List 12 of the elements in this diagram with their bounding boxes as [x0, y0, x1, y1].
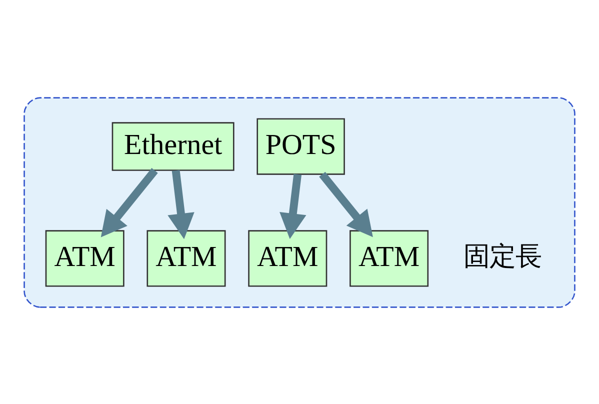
arrow — [100, 168, 158, 237]
cluster — [24, 96, 576, 308]
node-box: POTS — [256, 118, 345, 174]
node-box: ATM — [350, 230, 429, 286]
node-box: Ethernet — [112, 122, 234, 170]
arrow — [168, 170, 194, 239]
label: 固定長 — [463, 242, 542, 272]
node-box: ATM — [146, 230, 226, 286]
arrow — [280, 173, 306, 238]
node-box: ATM — [248, 230, 328, 286]
arrow — [319, 171, 373, 237]
node-box: ATM — [45, 230, 124, 286]
